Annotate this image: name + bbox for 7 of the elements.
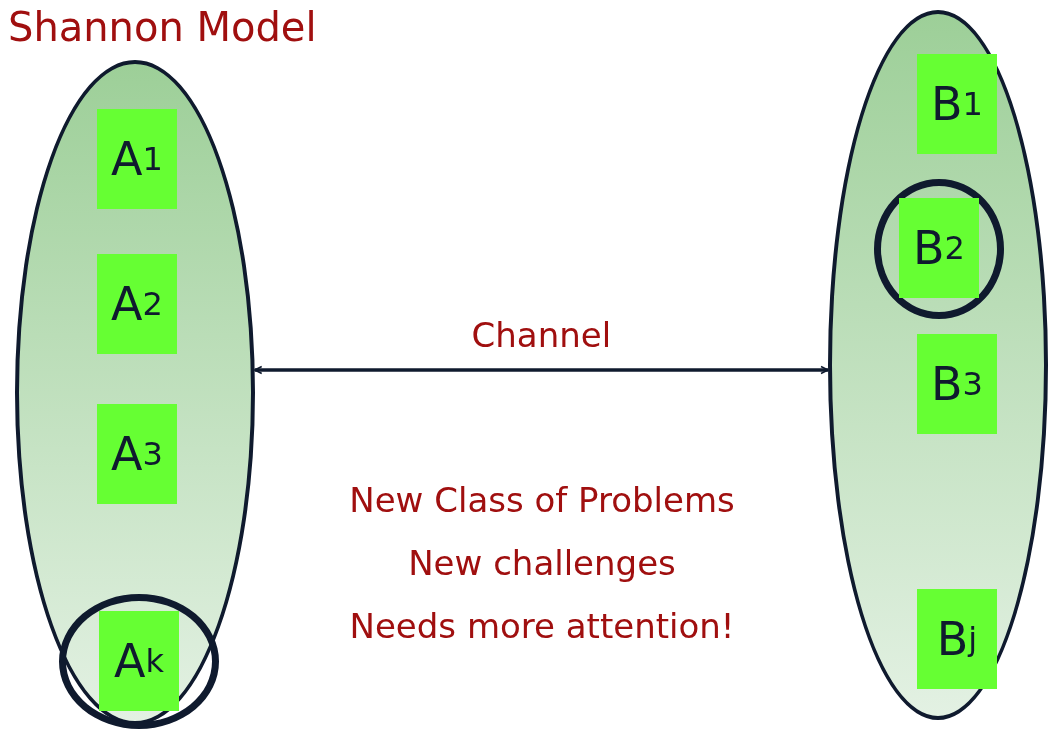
highlight-circle [59, 594, 219, 729]
note-text: New Class of Problems [349, 480, 735, 520]
note-text: New challenges [408, 543, 676, 583]
title: Shannon Model [8, 4, 317, 50]
double-arrow [253, 365, 829, 375]
highlight-circle [874, 179, 1004, 319]
note-text: Needs more attention! [349, 606, 735, 646]
